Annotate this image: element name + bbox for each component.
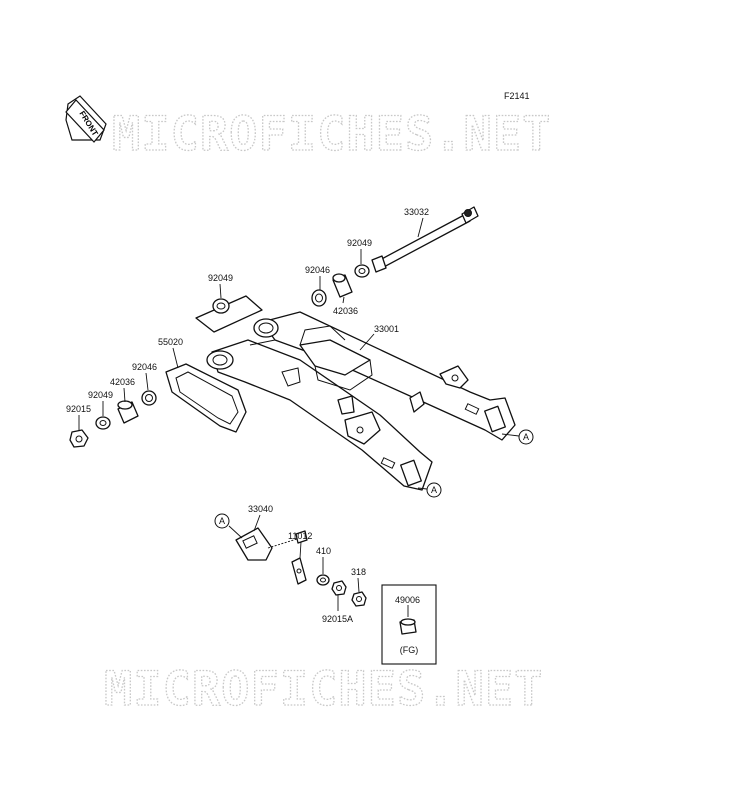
chain-guard-55020 [165,363,247,433]
part-label-92049-low: 92049 [88,390,113,400]
leader-lines [78,217,424,617]
nut-318 [351,591,367,607]
watermark-bottom: MICROFICHES.NET [104,662,543,717]
collar-92049-left [195,295,263,333]
part-label-49006: 49006 [395,595,420,605]
part-label-11012: 11012 [288,531,312,541]
part-label-55020: 55020 [158,337,183,347]
part-label-92015A: 92015A [322,614,353,624]
part-label-92046-top: 92046 [305,265,330,275]
watermark-top: MICROFICHES.NET [112,107,551,162]
part-label-33001: 33001 [374,324,399,334]
part-label-318: 318 [351,567,366,577]
swingarm-33001 [206,311,516,491]
part-label-92049-top: 92049 [347,238,372,248]
nut-92015 [69,429,89,448]
bushing-42036-top [332,273,353,298]
washer-410 [316,574,330,586]
part-label-410: 410 [316,546,331,556]
figure-code: F2141 [504,91,530,101]
callout-a-adjuster: A [214,513,243,539]
seal-92046-left [141,390,157,406]
pivot-shaft-33032 [371,206,479,273]
nut-92015A [331,580,347,596]
part-label-33040: 33040 [248,504,273,514]
inset-box-49006: (FG) [381,584,437,665]
callout-label: A [431,485,437,495]
inset-note: (FG) [400,645,419,655]
front-arrow-icon: FRONT [65,95,107,143]
collar-92049-top [354,264,370,278]
callout-a-lower: A [417,482,442,498]
part-label-92046-left: 92046 [132,362,157,372]
part-label-33032: 33032 [404,207,429,217]
bushing-42036-left [117,400,139,424]
part-label-42036-left: 42036 [110,377,135,387]
callout-a-upper: A [501,429,534,445]
seal-92046-top [311,289,327,307]
callout-label: A [523,432,529,442]
callout-label: A [219,516,225,526]
plate-11012 [291,557,307,585]
part-label-92015: 92015 [66,404,91,414]
part-label-92049-left: 92049 [208,273,233,283]
part-label-42036-top: 42036 [333,306,358,316]
collar-92049-low [95,416,111,430]
